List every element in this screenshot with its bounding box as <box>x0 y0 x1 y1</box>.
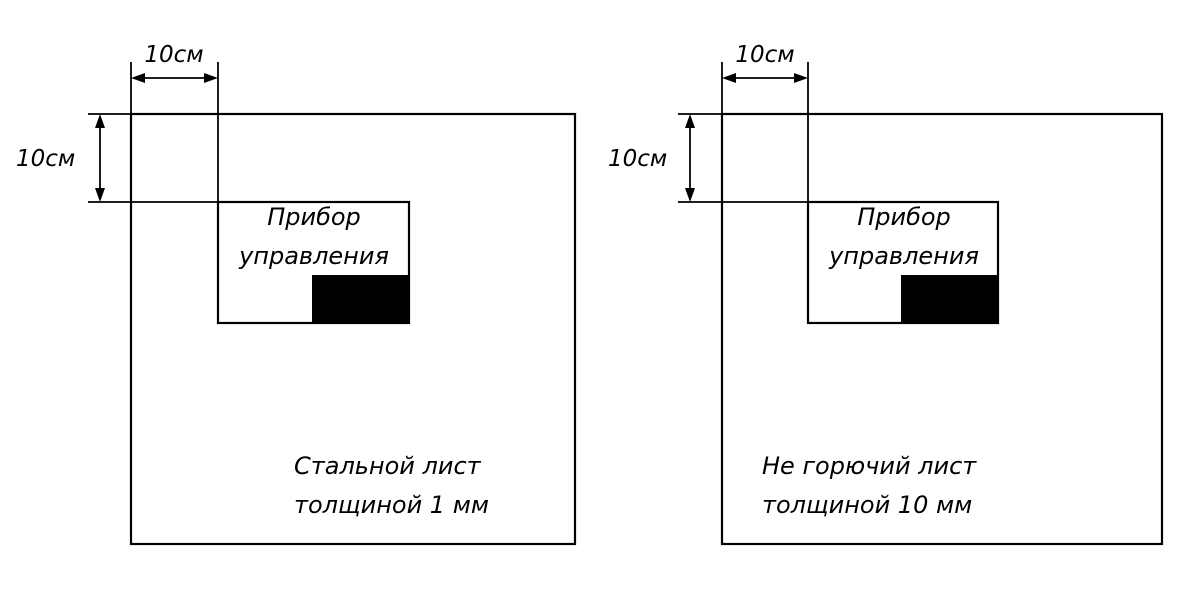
dimension-vertical: 10см <box>16 113 218 203</box>
sheet-outline <box>720 112 1164 546</box>
device-label-line1: Прибор <box>857 203 951 231</box>
arrow-up-icon <box>685 114 695 128</box>
dim-vertical-label: 10см <box>608 146 667 172</box>
dim-horizontal-label: 10см <box>735 42 794 68</box>
dim-vertical-label: 10см <box>16 146 75 172</box>
dimension-vertical: 10см <box>608 113 808 203</box>
arrow-right-icon <box>794 73 808 83</box>
panel-right: 10см 10см Прибор управления Не горючий л… <box>608 42 1164 546</box>
device-terminal-block <box>901 275 999 324</box>
device-label-line2: управления <box>238 242 389 270</box>
sheet-label-line1: Стальной лист <box>294 452 482 480</box>
arrow-down-icon <box>685 188 695 202</box>
arrow-left-icon <box>722 73 736 83</box>
arrow-down-icon <box>95 188 105 202</box>
arrow-right-icon <box>204 73 218 83</box>
arrow-left-icon <box>131 73 145 83</box>
sheet-label-line2: толщиной 1 мм <box>294 491 489 519</box>
sheet-outline <box>129 112 577 546</box>
dimension-horizontal: 10см <box>721 42 809 202</box>
panel-left: 10см 10см Прибор управления Стальной лис… <box>16 42 577 546</box>
sheet-label-line1: Не горючий лист <box>762 452 977 480</box>
dim-horizontal-label: 10см <box>144 42 203 68</box>
device-label-line2: управления <box>828 242 979 270</box>
arrow-up-icon <box>95 114 105 128</box>
sheet-label-line2: толщиной 10 мм <box>762 491 972 519</box>
device-label-line1: Прибор <box>267 203 361 231</box>
dimension-horizontal: 10см <box>130 42 219 202</box>
device-terminal-block <box>312 275 410 324</box>
